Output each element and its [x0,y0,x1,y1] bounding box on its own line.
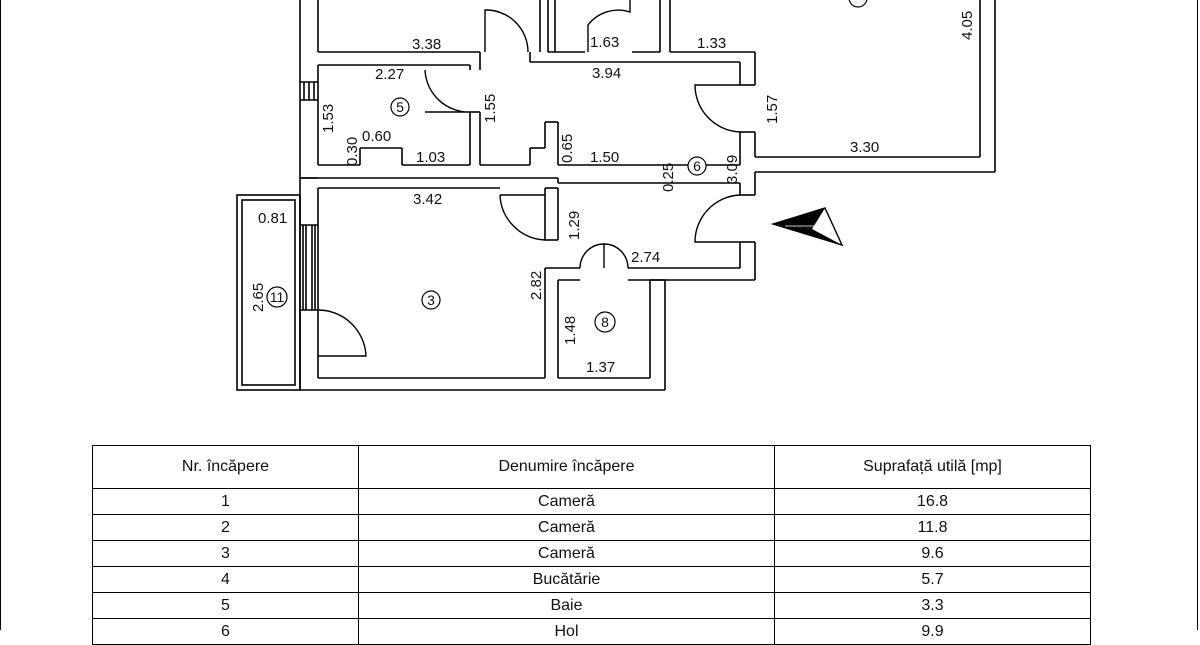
table-row: 5 Baie 3.3 [92,592,1091,619]
cell-room-number: 5 [92,592,359,619]
cell-room-name: Hol [358,618,775,645]
page-border-left [0,0,1,630]
cell-room-number: 6 [92,618,359,645]
room-marker-3: 3 [421,290,441,310]
cell-room-area: 16.8 [774,488,1091,515]
page-border-right [1197,0,1198,630]
header-room-name: Denumire încăpere [358,445,775,489]
header-room-area: Suprafață utilă [mp] [774,445,1091,489]
dim-label: 1.03 [416,149,445,166]
dim-label: 1.55 [482,94,499,123]
room-marker-partial [848,0,868,8]
north-arrow-icon [770,207,844,247]
dim-label: 1.33 [697,35,726,52]
dim-label: 0.60 [362,128,391,145]
rooms-area-table: Nr. încăpere Denumire încăpere Suprafață… [92,445,1091,645]
cell-room-area: 3.3 [774,592,1091,619]
dim-label: 1.48 [562,316,579,345]
dim-label: 0.65 [559,134,576,163]
dim-label: 3.30 [850,139,879,156]
table-row: 1 Cameră 16.8 [92,488,1091,515]
cell-room-number: 2 [92,514,359,541]
dim-label: 3.42 [413,191,442,208]
dim-label: 2.65 [250,283,267,312]
cell-room-area: 9.6 [774,540,1091,567]
cell-room-number: 4 [92,566,359,593]
dim-label: 1.29 [566,211,583,240]
dim-label: 2.82 [528,271,545,300]
dim-label: 1.63 [590,34,619,51]
header-room-number: Nr. încăpere [92,445,359,489]
cell-room-number: 1 [92,488,359,515]
room-number: 5 [396,99,404,115]
dim-label: 4.05 [959,11,976,40]
room-number: 3 [427,292,435,308]
room-number: 6 [693,158,701,174]
room-number: 8 [601,314,609,330]
cell-room-name: Cameră [358,514,775,541]
cell-room-number: 3 [92,540,359,567]
dim-label: 3.94 [592,65,621,82]
cell-room-name: Cameră [358,488,775,515]
cell-room-area: 9.9 [774,618,1091,645]
room-marker-6: 6 [687,156,707,176]
dim-label: 1.57 [764,95,781,124]
dim-label: 1.53 [320,104,337,133]
dim-label: 0.30 [344,137,361,166]
room-number: 11 [270,289,285,305]
dim-label: 2.27 [375,66,404,83]
cell-room-name: Bucătărie [358,566,775,593]
table-row: 2 Cameră 11.8 [92,514,1091,541]
cell-room-area: 11.8 [774,514,1091,541]
table-row: 3 Cameră 9.6 [92,540,1091,567]
room-marker-11: 11 [266,286,288,308]
room-marker-8: 8 [594,311,616,333]
walls [236,0,996,391]
dim-label: 3.38 [412,36,441,53]
dim-label: 0.81 [258,210,287,227]
table-row: 4 Bucătărie 5.7 [92,566,1091,593]
cell-room-name: Cameră [358,540,775,567]
dim-label: 1.37 [586,359,615,376]
dim-label: 1.50 [590,149,619,166]
dim-label: 2.74 [631,249,660,266]
dim-label: 3.09 [724,155,741,184]
table-header-row: Nr. încăpere Denumire încăpere Suprafață… [92,445,1091,489]
cell-room-name: Baie [358,592,775,619]
cell-room-area: 5.7 [774,566,1091,593]
dimension-labels: 3.38 1.63 1.33 4.05 2.27 3.94 1.53 1.55 … [250,11,976,376]
dim-label: 0.25 [660,163,677,192]
room-marker-5: 5 [390,97,410,117]
floor-plan-drawing: 3.38 1.63 1.33 4.05 2.27 3.94 1.53 1.55 … [236,0,996,391]
doors [317,0,741,357]
table-row: 6 Hol 9.9 [92,618,1091,645]
